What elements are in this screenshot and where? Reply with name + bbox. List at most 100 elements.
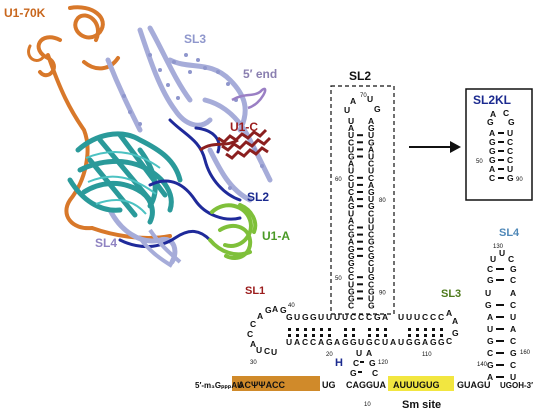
svg-text:U: U bbox=[414, 312, 420, 322]
svg-text:G: G bbox=[438, 337, 445, 347]
svg-text:G: G bbox=[369, 358, 376, 368]
mid-sequence: CAGGUA bbox=[346, 380, 386, 390]
sl2-left-nt: U bbox=[348, 116, 354, 126]
label-u1-70k: U1-70K bbox=[4, 6, 46, 20]
sl2-right-nt: A bbox=[368, 180, 374, 190]
svg-text:U: U bbox=[271, 347, 277, 357]
base-pair bbox=[357, 247, 363, 250]
nucleotide: G bbox=[508, 117, 515, 127]
svg-text:U: U bbox=[286, 337, 292, 347]
position-50: 50 bbox=[335, 276, 342, 282]
svg-text:A: A bbox=[250, 339, 256, 349]
rna-nucleotide-dots bbox=[122, 53, 264, 190]
svg-text:A: A bbox=[390, 337, 396, 347]
sm-ring-highlights bbox=[85, 151, 161, 215]
sl2-right-nt: U bbox=[368, 152, 374, 162]
label-u1-a: U1-A bbox=[262, 229, 290, 243]
base-pair bbox=[498, 141, 504, 143]
sl2kl-right-nt: C bbox=[507, 155, 513, 165]
svg-text:U: U bbox=[406, 312, 412, 322]
sl2kl-left-nt: A bbox=[489, 128, 495, 138]
svg-text:A: A bbox=[382, 312, 388, 322]
sl2kl-right-nt: G bbox=[507, 173, 514, 183]
svg-text:U: U bbox=[382, 337, 388, 347]
sl2-left-nt: A bbox=[348, 215, 354, 225]
base-pair bbox=[498, 150, 504, 152]
base-pair bbox=[357, 198, 363, 201]
svg-text:U: U bbox=[326, 312, 332, 322]
svg-text:U: U bbox=[490, 254, 496, 264]
sl2-left-nt: A bbox=[348, 194, 354, 204]
svg-text:C: C bbox=[302, 337, 308, 347]
sl2-right-nt: C bbox=[368, 279, 374, 289]
base-pair bbox=[357, 148, 363, 151]
sl2-left-nt: U bbox=[348, 144, 354, 154]
five-prime-cap: 5′-m₃GₚₚₚAU bbox=[195, 381, 243, 390]
label-sl3: SL3 bbox=[441, 288, 461, 300]
sl2-right-nt: C bbox=[368, 244, 374, 254]
sl2-left-nt: C bbox=[348, 265, 354, 275]
sl4-helix bbox=[138, 228, 182, 268]
svg-text:20: 20 bbox=[326, 352, 333, 358]
base-pair bbox=[357, 254, 363, 257]
position-70: 70 bbox=[360, 93, 367, 99]
sl2-left-nt: C bbox=[348, 301, 354, 311]
base-pair bbox=[357, 141, 363, 144]
base-pair bbox=[357, 233, 363, 236]
sl2kl-left-nt: A bbox=[489, 164, 495, 174]
svg-text:U: U bbox=[485, 288, 491, 298]
svg-text:110: 110 bbox=[422, 352, 432, 358]
base-pair bbox=[357, 205, 363, 208]
svg-text:A: A bbox=[257, 311, 263, 321]
sl2-right-nt: U bbox=[368, 294, 374, 304]
svg-text:U: U bbox=[358, 337, 364, 347]
sl2kl-left-nt: C bbox=[489, 173, 495, 183]
nucleotide: U bbox=[367, 94, 373, 104]
label-sl2kl: SL2KL bbox=[473, 93, 511, 107]
sl2-left-nt: A bbox=[348, 123, 354, 133]
svg-text:C: C bbox=[510, 336, 516, 346]
position-90: 90 bbox=[516, 177, 523, 183]
sl2-right-nt: C bbox=[368, 173, 374, 183]
svg-text:G: G bbox=[310, 312, 317, 322]
svg-text:C: C bbox=[374, 337, 380, 347]
base-pair bbox=[357, 191, 363, 193]
svg-text:A: A bbox=[334, 337, 340, 347]
svg-text:G: G bbox=[487, 336, 494, 346]
sl2-right-nt: U bbox=[368, 130, 374, 140]
post-sm-sequence: GUAGU bbox=[457, 380, 491, 390]
sl2-right-nt: G bbox=[368, 237, 375, 247]
sl2-right-nt: U bbox=[368, 265, 374, 275]
sl2kl-right-nt: C bbox=[507, 137, 513, 147]
svg-text:A: A bbox=[487, 372, 493, 382]
svg-text:G: G bbox=[374, 312, 381, 322]
sl2-left-nt: A bbox=[348, 159, 354, 169]
five-prime-strand bbox=[231, 87, 267, 110]
sl2kl-right-nt: C bbox=[507, 146, 513, 156]
svg-text:G: G bbox=[350, 368, 357, 378]
sl2-right-nt: A bbox=[368, 144, 374, 154]
svg-text:G: G bbox=[487, 275, 494, 285]
sl3-helix bbox=[105, 25, 273, 265]
label-sl2-structure: SL2 bbox=[247, 190, 269, 204]
svg-text:U: U bbox=[256, 345, 262, 355]
sl2-left-nt: G bbox=[348, 258, 355, 268]
position-90: 90 bbox=[379, 290, 386, 296]
sl2-right-nt: U bbox=[368, 223, 374, 233]
position-numbers: 40 30 20 10 110 120 130 140 160 bbox=[250, 244, 531, 408]
label-sl2-box: SL2 bbox=[349, 69, 371, 83]
svg-text:G: G bbox=[510, 264, 517, 274]
base-pair bbox=[357, 290, 363, 293]
three-prime-end: UGOH-3′ bbox=[500, 381, 533, 390]
sl2-right-nt: G bbox=[368, 123, 375, 133]
svg-text:A: A bbox=[510, 324, 516, 334]
protein-rna-structure bbox=[27, 5, 273, 268]
sl2kl-left-nt: G bbox=[489, 146, 496, 156]
sl2-left-nt: G bbox=[348, 286, 355, 296]
svg-text:G: G bbox=[485, 300, 492, 310]
svg-text:C: C bbox=[310, 337, 316, 347]
sl2kl-left-nt: G bbox=[489, 137, 496, 147]
sl2-left-nt: C bbox=[348, 173, 354, 183]
